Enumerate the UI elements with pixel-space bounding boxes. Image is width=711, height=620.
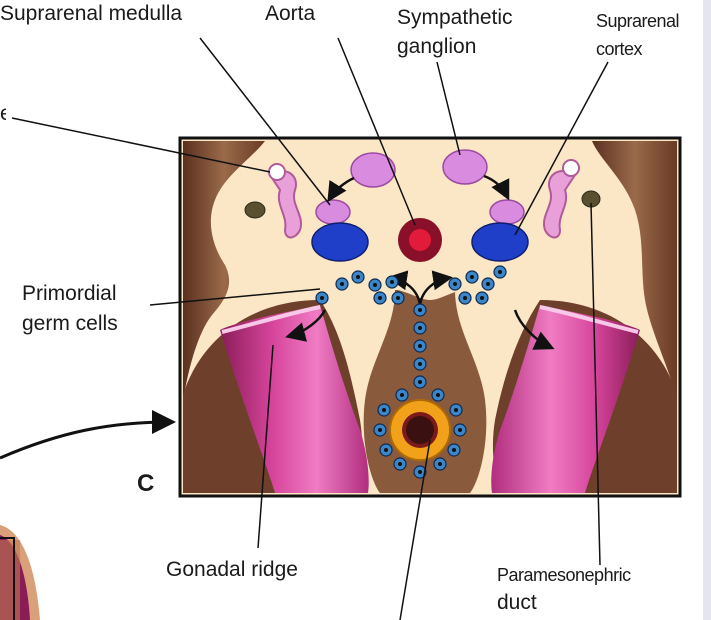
suprarenal-cortex-label-line2: cortex (596, 36, 642, 63)
suprarenal-cortex-right (472, 223, 528, 261)
primordial-germ-cells-label-line2: germ cells (22, 310, 118, 337)
paramesonephric-duct-label-line1: Paramesonephric (497, 562, 631, 589)
cut-off-label: e (0, 100, 6, 127)
hindgut (390, 400, 450, 460)
left-fragment-circle (0, 525, 40, 620)
suprarenal-medulla-label: Suprarenal medulla (0, 0, 182, 27)
paramesonephric-duct-label-line2: duct (497, 589, 537, 616)
sympathetic-ganglion-label-line1: Sympathetic (397, 4, 513, 31)
primordial-germ-cells-label-line1: Primordial (22, 280, 117, 307)
suprarenal-medulla-right (490, 200, 524, 224)
panel-pointer-arrow (0, 422, 170, 458)
suprarenal-medulla-left (316, 200, 350, 224)
suprarenal-cortex-left (312, 223, 368, 261)
sympathetic-ganglion-right (443, 150, 487, 184)
sympathetic-ganglion-label-line2: ganglion (397, 33, 476, 60)
aorta (398, 218, 442, 262)
right-edge-strip (703, 0, 711, 620)
suprarenal-cortex-label-line1: Suprarenal (596, 8, 679, 35)
panel-letter: C (137, 470, 154, 497)
sympathetic-ganglion-left (351, 153, 395, 187)
aorta-label: Aorta (265, 0, 315, 27)
paramesonephric-duct-left (245, 202, 265, 218)
gonadal-ridge-label: Gonadal ridge (166, 556, 298, 583)
